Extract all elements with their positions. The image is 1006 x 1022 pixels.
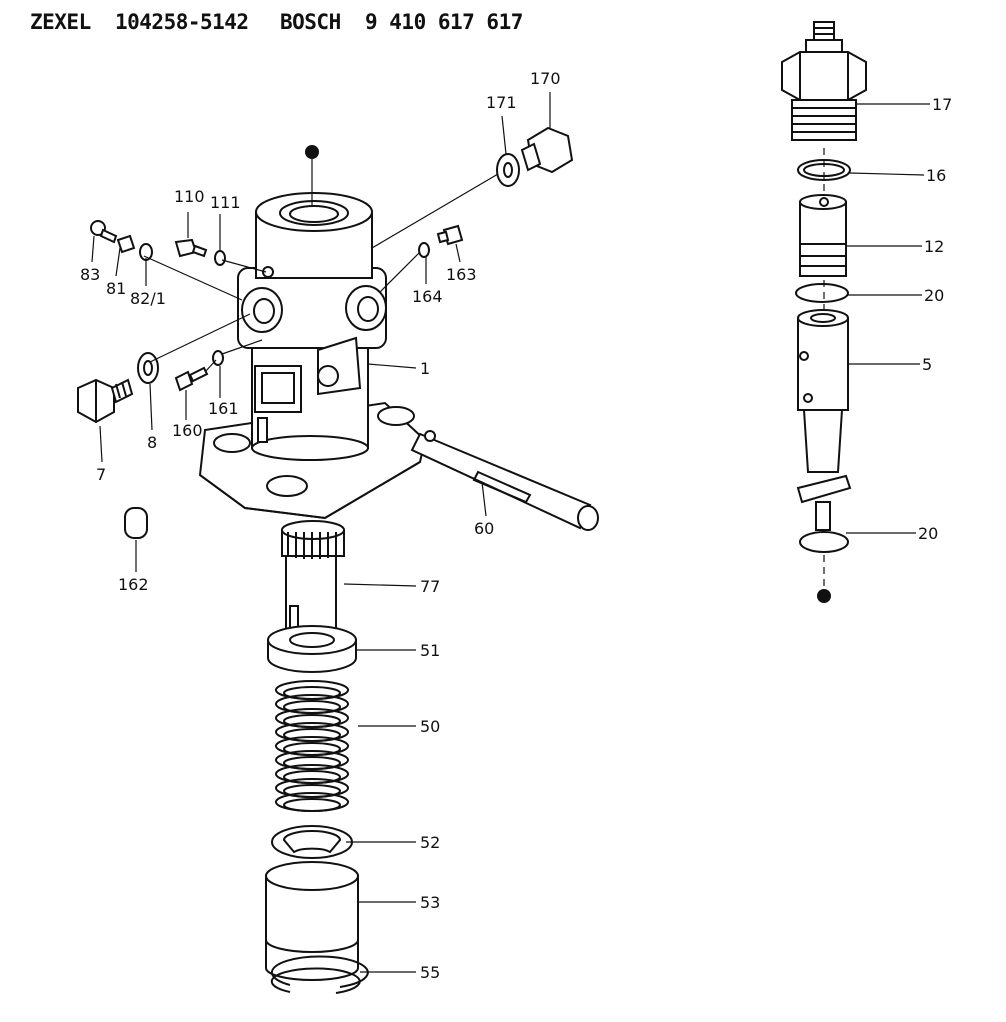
valve-holder-part [781,21,867,141]
plunger-spring-part [275,680,349,812]
callout-162: 162 [118,575,149,594]
callout-50: 50 [420,717,440,736]
callout-52: 52 [420,833,440,852]
spring-coil-inner [283,742,341,756]
callout-1: 1 [420,359,430,378]
callout-160: 160 [172,421,203,440]
spring-coil-inner [283,784,341,798]
upper-spring-seat-part [267,625,357,673]
spring-coil-inner [283,728,341,742]
callout-20-upper: 20 [924,286,944,305]
spring-coil-inner [283,756,341,770]
spring-coil-inner [283,686,341,700]
header-maker-bosch: BOSCH [280,10,341,34]
callout-17: 17 [932,95,952,114]
callout-163: 163 [446,265,477,284]
callout-12: 12 [924,237,944,256]
lower-spring-seat-part [271,825,353,859]
snap-ring-part [270,955,369,994]
spring-coil-inner [283,700,341,714]
axis-marker-dot [817,589,831,603]
assembly-lines [143,148,825,588]
callout-53: 53 [420,893,440,912]
control-sleeve-part [281,520,345,631]
callout-labels: 17 16 12 20 5 20 1 77 51 50 52 53 55 60 … [80,69,952,982]
callout-8: 8 [147,433,157,452]
leader-lines [91,92,930,973]
callout-5: 5 [922,355,932,374]
callout-81: 81 [106,279,126,298]
header-part-number-bosch: 9 410 617 617 [365,10,523,34]
callout-171: 171 [486,93,517,112]
callout-161: 161 [208,399,239,418]
spring-coil-inner [283,770,341,784]
callout-20-lower: 20 [918,524,938,543]
callout-60: 60 [474,519,494,538]
washer-part [137,352,159,384]
callout-82-1: 82/1 [130,289,166,308]
lever-shaft-part [410,430,599,531]
plug-screw-part [77,378,134,424]
tappet-part [265,861,359,981]
delivery-valve-part [799,194,847,277]
callout-83: 83 [80,265,100,284]
header-part-number-zexel: 104258-5142 [115,10,249,34]
small-screws-part [90,126,574,539]
callout-111: 111 [210,193,241,212]
callout-16: 16 [926,166,946,185]
callout-77: 77 [420,577,440,596]
axis-marker-dot [305,145,319,159]
header-maker-zexel: ZEXEL [30,10,91,34]
spring-coil-inner [283,714,341,728]
plunger-barrel-part [796,309,852,531]
callout-110: 110 [174,187,205,206]
callout-51: 51 [420,641,440,660]
callout-164: 164 [412,287,443,306]
o-ring-upper-part [795,283,849,303]
callout-55: 55 [420,963,440,982]
spring-coil-inner [283,798,341,812]
o-ring-lower-part [799,531,849,553]
callout-7: 7 [96,465,106,484]
callout-170: 170 [530,69,561,88]
pump-housing-part [198,192,427,520]
